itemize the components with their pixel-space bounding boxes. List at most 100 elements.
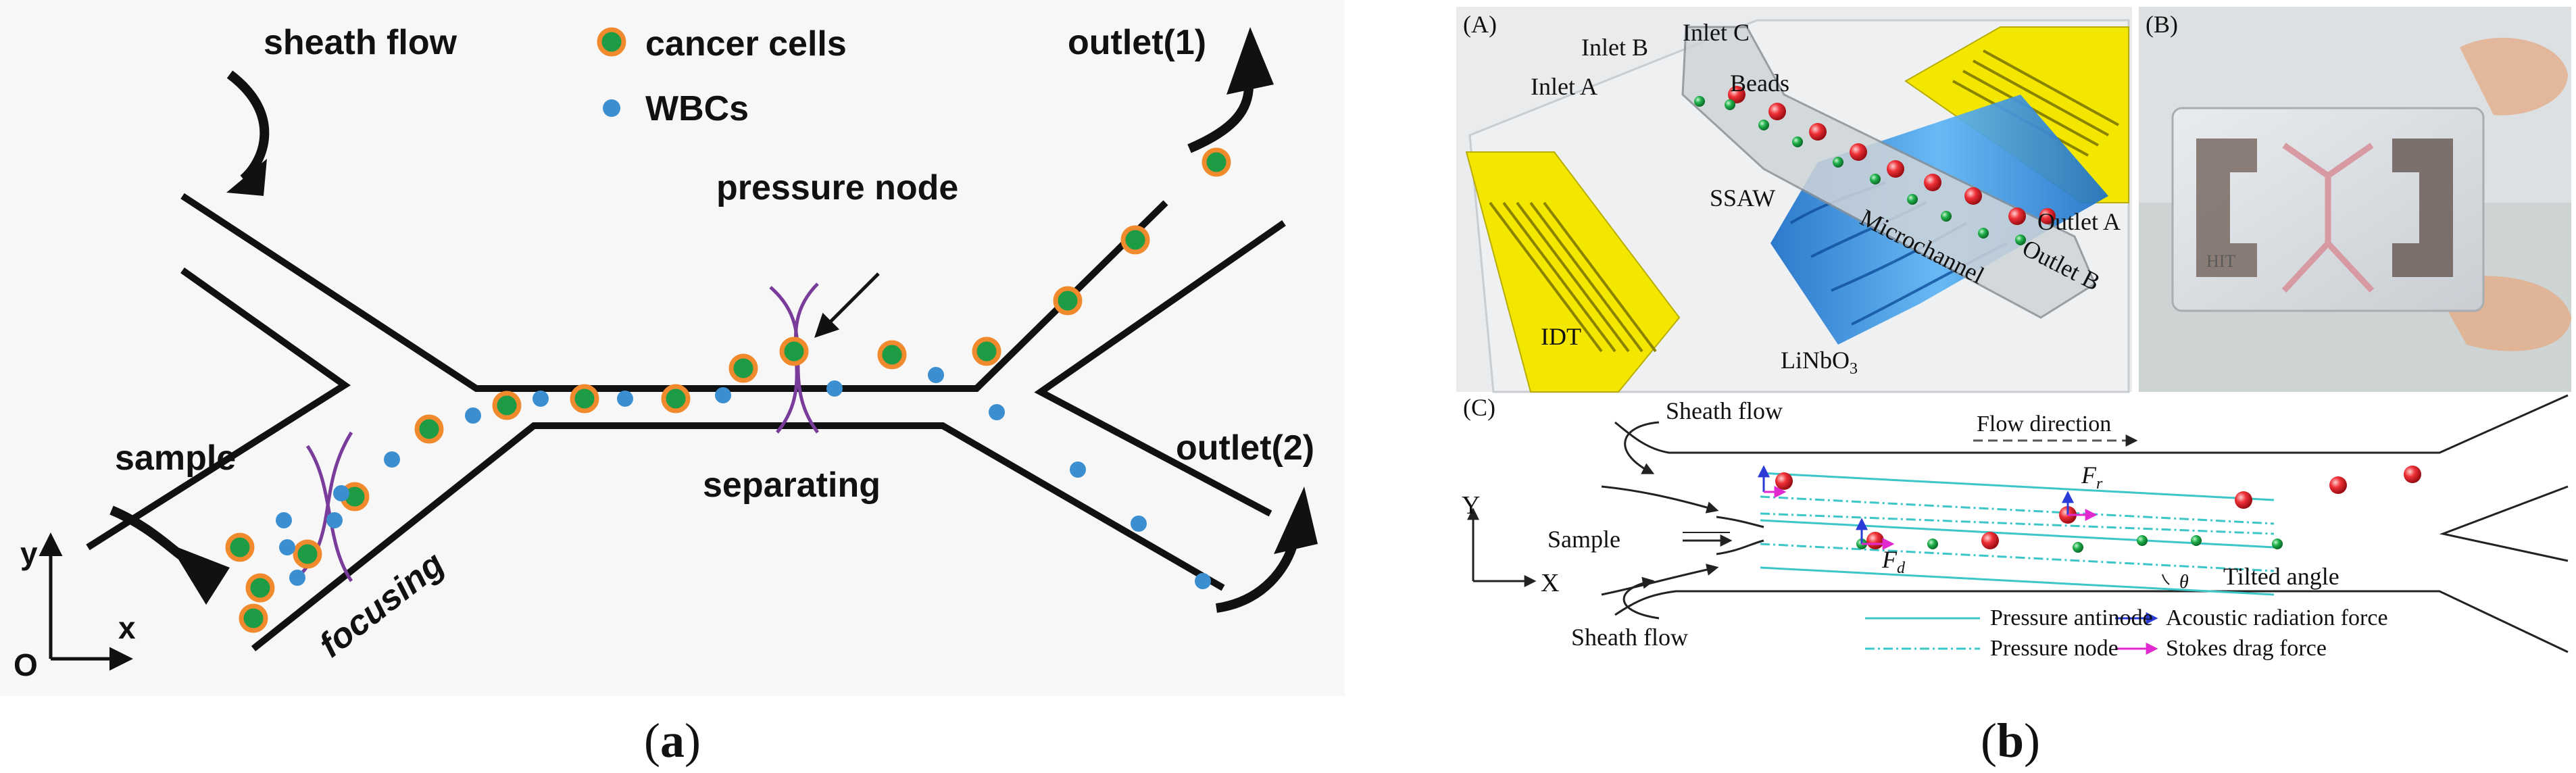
- fd-label: Fd: [1881, 546, 1906, 577]
- sheath-flow-arrow: [226, 70, 270, 183]
- separating-label: separating: [703, 466, 881, 505]
- inner-wall-upper: [1716, 516, 1764, 528]
- wbc-cell: [1131, 516, 1147, 532]
- legend-drag-label: Stokes drag force: [2166, 636, 2327, 661]
- axis-y-label: y: [20, 536, 38, 571]
- caption-a-text: (a): [644, 714, 701, 768]
- focusing-node-line-1: [305, 445, 353, 582]
- cancer-cell: [245, 573, 275, 603]
- wbc-cell: [532, 391, 549, 407]
- substrate-label: LiNbO3: [1781, 347, 1858, 378]
- sheath-flow-top-label: Sheath flow: [1666, 397, 1783, 424]
- legend-radiation-label: Acoustic radiation force: [2166, 605, 2388, 630]
- sample-arrowhead: [169, 544, 230, 605]
- channel-c-bottom-wall: [1614, 590, 2569, 653]
- tilted-angle-label: Tilted angle: [2223, 563, 2339, 590]
- beads-label: Beads: [1730, 70, 1789, 97]
- wbc-cell: [617, 391, 633, 407]
- caption-b-text: (b): [1981, 714, 2040, 768]
- legend-node-label: Pressure node: [1990, 636, 2119, 661]
- sheath-top-arrow: [1624, 421, 1660, 474]
- wbc-cell: [465, 407, 481, 424]
- cancer-cell: [1202, 147, 1231, 177]
- cancer-cell: [225, 532, 255, 562]
- axis-c-x-label: X: [1541, 569, 1559, 597]
- wbc-cell: [289, 570, 305, 586]
- tilted-angle-arc: [2162, 574, 2170, 585]
- sample-c-label: Sample: [1547, 526, 1620, 553]
- panel-B-tag: (B): [2146, 11, 2178, 38]
- ssaw-label: SSAW: [1710, 184, 1775, 211]
- finger-top: [2460, 37, 2568, 116]
- cancer-cell: [1053, 286, 1083, 316]
- wbc-cell: [715, 387, 731, 403]
- sheath-flow-arrowhead: [226, 159, 267, 196]
- cancer-cell: [570, 384, 599, 414]
- panel-C-tag: (C): [1463, 394, 1495, 421]
- wbc-cell: [989, 404, 1005, 420]
- legend-cancer-label: cancer cells: [645, 24, 847, 64]
- cancer-cell: [728, 353, 758, 383]
- legend-wbc-label: WBCs: [645, 89, 749, 128]
- wbc-cell: [1195, 573, 1211, 589]
- outlet-a-label: Outlet A: [2037, 208, 2121, 235]
- wbc-cell: [1070, 462, 1086, 478]
- chip-channel: [2281, 143, 2375, 293]
- channel-wall-left-upper: [86, 267, 351, 551]
- panel-a-background: [0, 0, 1345, 696]
- chip-electrode-right: [2392, 139, 2453, 277]
- panel-b-C: (C) Sheath flow Flow direction Sample Sh…: [1462, 394, 2569, 661]
- cancer-cell: [661, 384, 691, 414]
- wbc-cell: [333, 485, 349, 501]
- wbc-cell: [326, 512, 343, 528]
- cancer-cell: [1120, 225, 1150, 255]
- wbc-cell: [826, 380, 843, 397]
- axis-c-y-label: Y: [1462, 491, 1480, 520]
- outlet2-arrowhead: [1274, 487, 1318, 554]
- cancer-cell: [414, 414, 444, 444]
- panel-b-B: HIT (B): [2139, 7, 2571, 392]
- wbc-cell: [928, 367, 944, 383]
- cancer-cell: [293, 539, 322, 569]
- channel-c-top-wall: [1614, 394, 2569, 454]
- outlet2-arrow: [1215, 539, 1299, 613]
- panel-a: cancer cells WBCs sheath flow outlet(1) …: [0, 0, 1345, 696]
- cancer-cell: [972, 336, 1001, 366]
- sheath-bottom-arrow: [1623, 576, 1660, 620]
- inlet-a-label: Inlet A: [1531, 73, 1597, 100]
- panel-A-tag: (A): [1463, 11, 1497, 38]
- chip-text: HIT: [2206, 251, 2235, 271]
- panel-b-A: (A) Inlet B Inlet C Inlet A Beads SSAW M…: [1456, 7, 2132, 393]
- channel-wall-right-split: [1034, 220, 1286, 517]
- channel-wall-lower: [251, 422, 1225, 651]
- wbc-cell: [276, 512, 292, 528]
- axis-origin-label: O: [14, 647, 38, 682]
- axis-x-label: x: [118, 610, 136, 645]
- cells-layer: [225, 147, 1231, 633]
- pressure-node-label: pressure node: [716, 168, 958, 207]
- outlet1-label: outlet(1): [1068, 23, 1206, 62]
- legend-wbc-marker: [603, 99, 620, 117]
- wbc-cell: [384, 451, 400, 468]
- fr-label: Fr: [2081, 462, 2103, 493]
- cancer-cell: [877, 340, 907, 370]
- chip-electrode-left: [2196, 139, 2257, 277]
- cancer-cell: [239, 603, 268, 633]
- sheath-top-stream: [1601, 485, 1719, 514]
- outlet1-arrowhead: [1227, 27, 1274, 95]
- channel-c-splitter: [2439, 485, 2569, 562]
- beads-layer: [1694, 86, 2056, 245]
- legend-antinode-label: Pressure antinode: [1990, 605, 2153, 630]
- inner-wall-lower: [1716, 539, 1764, 555]
- pressure-node-pointer: [814, 272, 880, 338]
- theta-label: θ: [2179, 572, 2189, 593]
- idt-left-fingers: [1489, 201, 1657, 353]
- wbc-cell: [279, 539, 295, 555]
- caption-a: (a): [644, 714, 701, 768]
- sheath-flow-label: sheath flow: [264, 23, 457, 62]
- sheath-flow-bottom-label: Sheath flow: [1571, 624, 1688, 651]
- caption-b: (b): [1981, 714, 2040, 768]
- outlet2-label: outlet(2): [1176, 428, 1314, 468]
- pressure-lines: [1760, 472, 2275, 596]
